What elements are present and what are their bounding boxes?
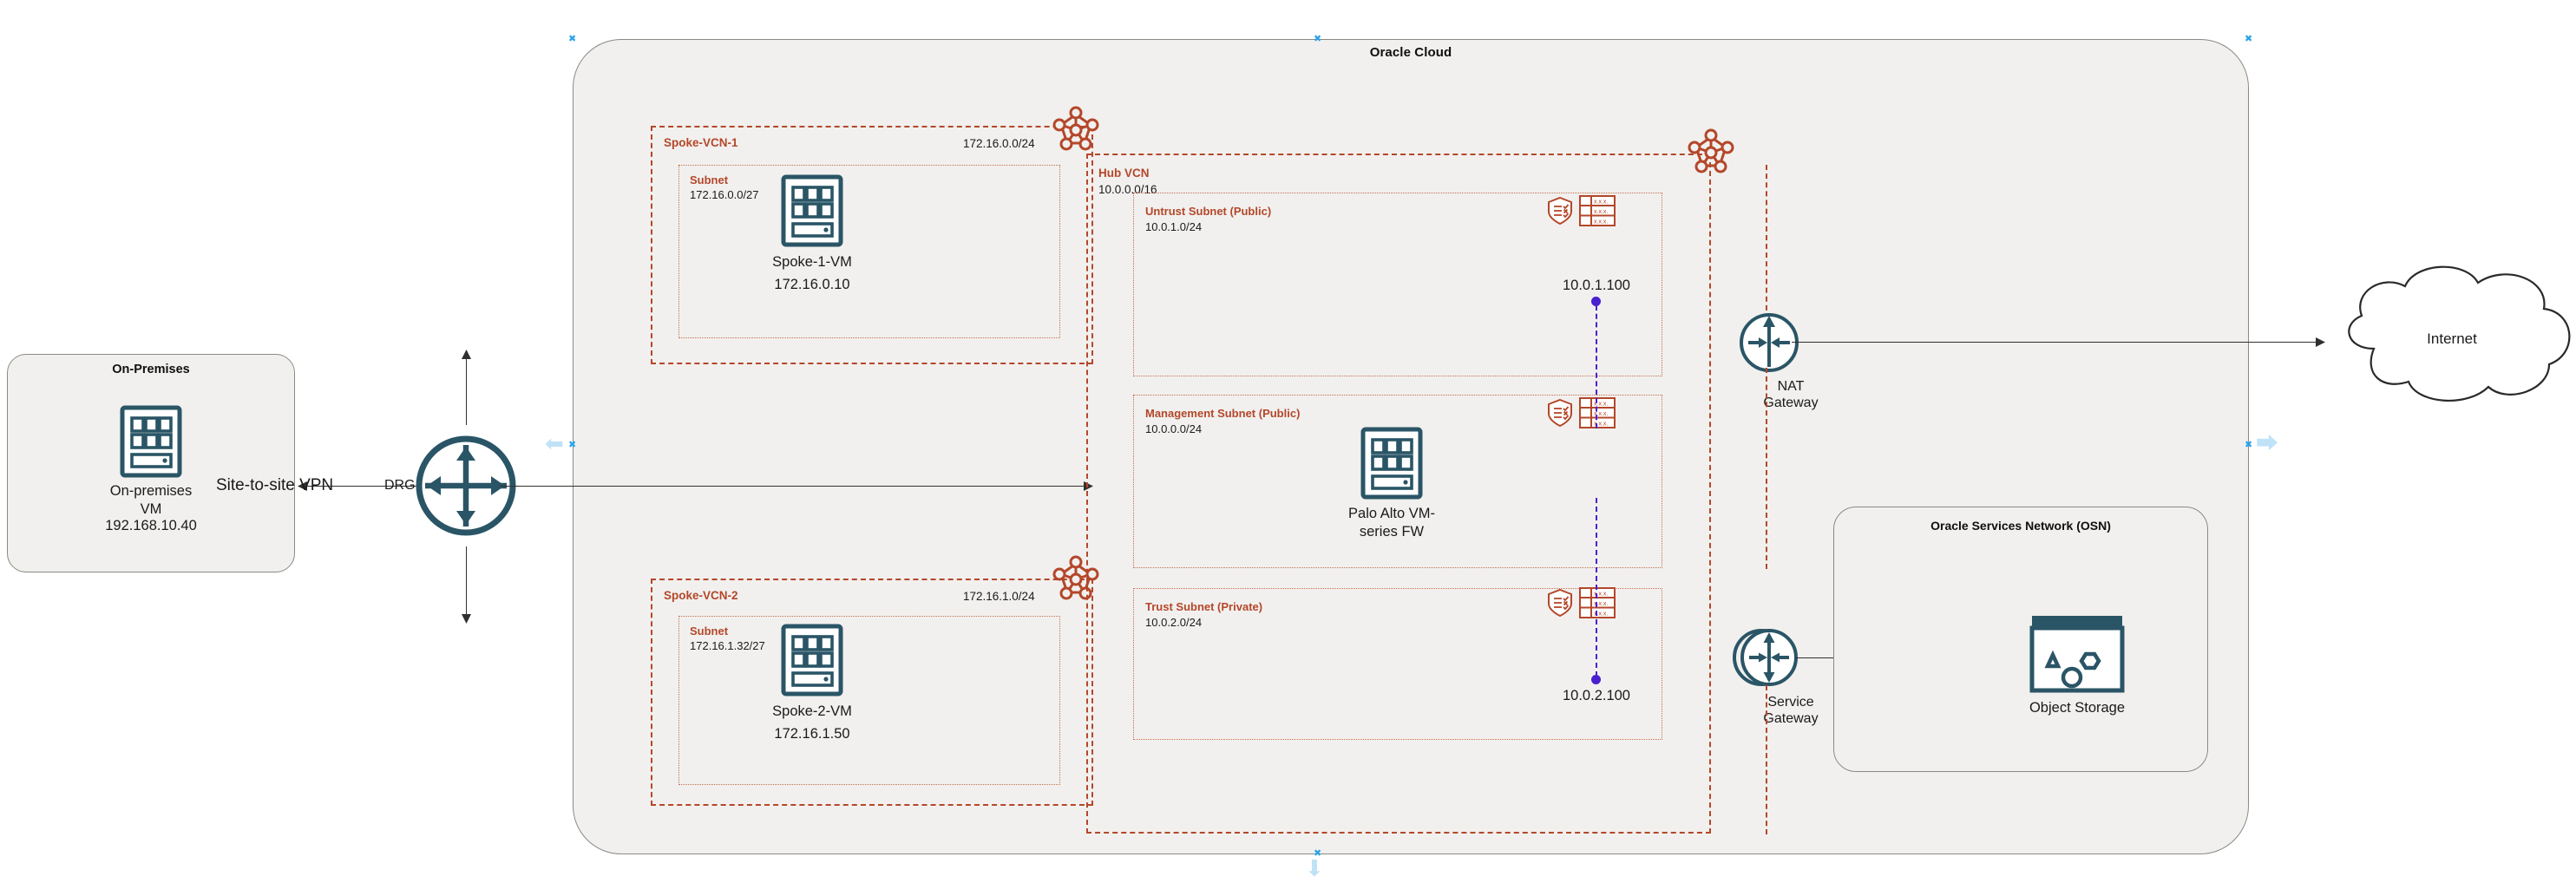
vm-icon xyxy=(120,405,182,478)
trust-subnet-box[interactable] xyxy=(1133,588,1662,740)
sgw-to-vcn-bottom-dash xyxy=(1766,685,1767,834)
trust-subnet-name: Trust Subnet (Private) xyxy=(1145,600,1263,613)
route-table-icon: x.x.x. x.x.x. x.x.x. xyxy=(1579,397,1616,428)
onprem-vpn-line xyxy=(304,486,370,487)
object-storage-label: Object Storage xyxy=(2029,700,2126,716)
untrust-endpoint-dot xyxy=(1591,297,1601,306)
svg-text:x.x.x.: x.x.x. xyxy=(1594,612,1608,618)
drg-to-hub-line xyxy=(500,486,1091,487)
spoke-vcn-2-name: Spoke-VCN-2 xyxy=(664,589,738,602)
drg-to-spoke1-line xyxy=(466,354,467,425)
svg-text:x.x.x.: x.x.x. xyxy=(1594,219,1608,226)
spoke-vcn-1-cidr: 172.16.0.0/24 xyxy=(963,137,1035,150)
object-storage-icon xyxy=(2029,616,2125,693)
service-gateway-icon[interactable] xyxy=(1725,619,1806,696)
vcn-to-nat-line xyxy=(1766,165,1767,319)
svg-text:x.x.x.: x.x.x. xyxy=(1594,402,1608,408)
spoke-vcn-1-name: Spoke-VCN-1 xyxy=(664,136,738,149)
firewall-vm-label: Palo Alto VM- series FW xyxy=(1348,506,1435,540)
trust-subnet-cidr: 10.0.2.0/24 xyxy=(1145,616,1203,629)
spoke-2-vm-ip: 172.16.1.50 xyxy=(774,726,850,742)
spoke-1-subnet-cidr: 172.16.0.0/27 xyxy=(690,188,759,201)
on-premises-vm-ip: 192.168.10.40 xyxy=(105,518,197,533)
spoke-1-vm-ip: 172.16.0.10 xyxy=(774,277,850,292)
drg-to-spoke2-line xyxy=(466,546,467,618)
untrust-subnet-box[interactable] xyxy=(1133,193,1662,376)
arrowhead-left-icon xyxy=(298,481,307,491)
vm-icon xyxy=(781,174,843,247)
cloud-icon xyxy=(2348,265,2571,402)
vpn-to-drg-line xyxy=(351,486,419,487)
on-premises-title: On-Premises xyxy=(112,363,190,376)
trust-endpoint-dot xyxy=(1591,675,1601,684)
spoke-2-vm-label: Spoke-2-VM xyxy=(772,703,852,719)
spoke-1-subnet-name: Subnet xyxy=(690,173,729,186)
selection-handle-left[interactable]: ✖ xyxy=(568,440,577,450)
untrust-to-fw-line xyxy=(1596,305,1597,428)
nat-to-sgw-dash xyxy=(1766,368,1767,569)
resize-hint-down-arrow: ⬇ xyxy=(1305,855,1324,881)
route-table-icon: x.x.x. x.x.x. x.x.x. xyxy=(1579,195,1616,226)
spoke-2-subnet-box[interactable] xyxy=(678,616,1060,785)
selection-handle-topleft[interactable]: ✖ xyxy=(568,34,577,44)
spoke-1-vm-label: Spoke-1-VM xyxy=(772,254,852,270)
spoke-vcn-2-box[interactable] xyxy=(651,579,1093,806)
management-subnet-box[interactable] xyxy=(1133,395,1662,568)
osn-title: Oracle Services Network (OSN) xyxy=(1930,519,2111,533)
svg-text:x.x.x.: x.x.x. xyxy=(1594,199,1608,206)
security-list-icon xyxy=(1548,196,1572,226)
svg-text:x.x.x.: x.x.x. xyxy=(1594,411,1608,417)
drg-label: DRG xyxy=(384,478,416,493)
osn-container[interactable] xyxy=(1833,507,2208,772)
security-list-icon xyxy=(1548,398,1572,428)
spoke-2-subnet-cidr: 172.16.1.32/27 xyxy=(690,639,765,652)
arrowhead-down-icon xyxy=(462,614,471,624)
svg-text:x.x.x.: x.x.x. xyxy=(1594,592,1608,598)
spoke-vcn-1-box[interactable] xyxy=(651,126,1093,364)
vcn-icon xyxy=(1688,128,1734,173)
firewall-vm-icon xyxy=(1360,427,1423,500)
spoke-1-subnet-box[interactable] xyxy=(678,165,1060,338)
untrust-endpoint-ip: 10.0.1.100 xyxy=(1563,278,1630,293)
trust-endpoint-ip: 10.0.2.100 xyxy=(1563,688,1630,703)
untrust-subnet-cidr: 10.0.1.0/24 xyxy=(1145,220,1203,233)
nat-to-internet-line xyxy=(1792,342,2324,343)
nat-gateway-icon[interactable] xyxy=(1734,308,1804,377)
resize-hint-right-arrow: ⮕ xyxy=(2256,430,2279,456)
internet-label: Internet xyxy=(2427,330,2477,347)
selection-handle-top[interactable]: ✖ xyxy=(1314,34,1322,44)
site-to-site-vpn-label: Site-to-site VPN xyxy=(216,476,334,494)
hub-vcn-name: Hub VCN xyxy=(1098,167,1150,180)
nat-gateway-label: NAT Gateway xyxy=(1763,379,1819,411)
svg-text:x.x.x.: x.x.x. xyxy=(1594,209,1608,215)
svg-text:x.x.x.: x.x.x. xyxy=(1594,601,1608,607)
route-table-icon: x.x.x. x.x.x. x.x.x. xyxy=(1579,587,1616,618)
vm-icon xyxy=(781,624,843,697)
vcn-icon xyxy=(1052,106,1099,151)
oracle-cloud-title: Oracle Cloud xyxy=(1369,45,1452,60)
spoke-vcn-2-cidr: 172.16.1.0/24 xyxy=(963,590,1035,603)
svg-text:x.x.x.: x.x.x. xyxy=(1594,422,1608,428)
arrowhead-right-icon-internet xyxy=(2316,337,2325,347)
spoke-2-subnet-name: Subnet xyxy=(690,625,729,638)
selection-handle-topright[interactable]: ✖ xyxy=(2245,34,2253,44)
arrowhead-up-icon xyxy=(462,350,471,359)
arrowhead-right-icon-hub xyxy=(1084,481,1093,491)
untrust-subnet-name: Untrust Subnet (Public) xyxy=(1145,205,1272,218)
management-subnet-name: Management Subnet (Public) xyxy=(1145,407,1301,420)
fw-to-trust-line xyxy=(1596,498,1597,677)
selection-handle-bottom[interactable]: ✖ xyxy=(1314,848,1322,859)
service-gateway-label: Service Gateway xyxy=(1763,695,1819,727)
security-list-icon xyxy=(1548,588,1572,618)
on-premises-vm-label: On-premises VM xyxy=(109,483,193,517)
hub-vcn-box[interactable] xyxy=(1086,154,1711,834)
selection-handle-right[interactable]: ✖ xyxy=(2245,440,2253,450)
management-subnet-cidr: 10.0.0.0/24 xyxy=(1145,422,1203,435)
resize-hint-left-arrow: ⬅ xyxy=(545,430,564,456)
